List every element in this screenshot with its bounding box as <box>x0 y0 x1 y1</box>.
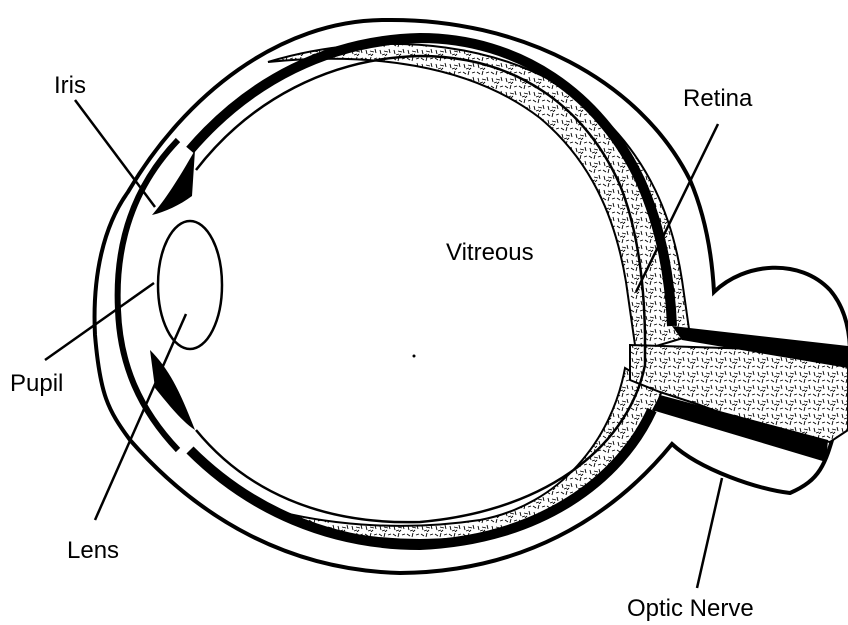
center-dot <box>413 355 416 358</box>
label-vitreous: Vitreous <box>446 240 534 266</box>
label-lens: Lens <box>67 538 119 564</box>
label-iris: Iris <box>54 73 86 99</box>
leader-optic-nerve <box>697 478 722 588</box>
label-retina: Retina <box>683 86 752 112</box>
lens-shape <box>158 221 222 349</box>
label-optic-nerve: Optic Nerve <box>627 596 754 622</box>
leader-iris <box>75 100 155 207</box>
label-pupil: Pupil <box>10 371 63 397</box>
